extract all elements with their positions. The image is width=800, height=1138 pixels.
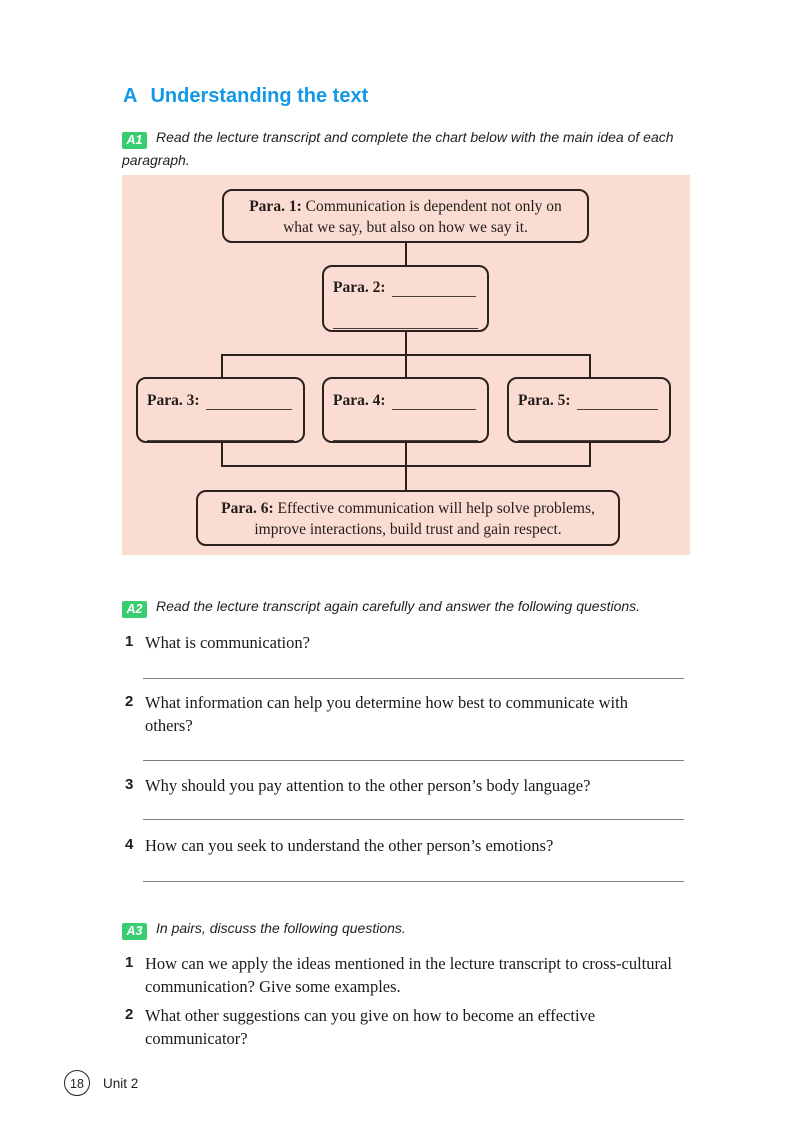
a1-instruction-line: paragraph. [122, 152, 190, 168]
para1-line: Para. 1: Communication is dependent not … [249, 198, 562, 215]
question-text: Why should you pay attention to the othe… [145, 776, 591, 795]
para1-line: what we say, but also on how we say it. [283, 219, 528, 236]
connector-drop-para4 [405, 354, 407, 379]
a1-badge: A1 [122, 132, 147, 149]
para3-line: Para. 3: [147, 391, 294, 410]
answer-line-2 [143, 760, 684, 761]
para6-line: improve interactions, build trust and ga… [254, 521, 562, 538]
question-number: 2 [125, 693, 134, 710]
question-text: others? [145, 716, 193, 735]
a3-instruction-line: A3 In pairs, discuss the following questi… [122, 917, 697, 940]
a3-badge: A3 [122, 923, 147, 940]
para3-box: Para. 3: [136, 377, 305, 443]
para2-box: Para. 2: [322, 265, 489, 332]
para5-label: Para. 5: [518, 392, 571, 409]
a2-instruction-text: Read the lecture transcript again carefu… [156, 598, 641, 614]
connector-rise-para5 [589, 441, 591, 467]
question-number: 1 [125, 633, 134, 650]
para4-label: Para. 4: [333, 392, 386, 409]
connector-drop-para5 [589, 354, 591, 379]
para4-box: Para. 4: [322, 377, 489, 443]
a3-question-2: 2 What other suggestions can you give on… [125, 1004, 690, 1050]
a2-badge: A2 [122, 601, 147, 618]
para1-box: Para. 1: Communication is dependent not … [222, 189, 589, 243]
para5-blank-line [576, 394, 658, 410]
para6-box: Para. 6: Effective communication will he… [196, 490, 620, 546]
connector-drop-para3 [221, 354, 223, 379]
question-text: How can you seek to understand the other… [145, 836, 554, 855]
para6-line: Para. 6: Effective communication will he… [221, 500, 595, 517]
a1-instruction: A1 Read the lecture transcript and comple… [122, 126, 697, 172]
connector-rise-para3 [221, 441, 223, 467]
para2-blank-line [333, 313, 478, 329]
section-title-text: Understanding the text [150, 85, 369, 107]
para3-label: Para. 3: [147, 392, 200, 409]
para2-line: Para. 2: [333, 278, 478, 297]
a2-instruction-line: A2 Read the lecture transcript again care… [122, 595, 697, 618]
connector-para1-para2 [405, 241, 407, 265]
para4-blank-line [333, 425, 478, 441]
a3-question-1: 1 How can we apply the ideas mentioned i… [125, 952, 690, 998]
a2-question-4: 4 How can you seek to understand the oth… [125, 834, 690, 857]
a1-instruction-text: Read the lecture transcript and complete… [156, 129, 674, 145]
page-title: A Understanding the text [123, 85, 368, 108]
para4-blank-line [391, 394, 476, 410]
question-text: How can we apply the ideas mentioned in … [145, 954, 672, 973]
para4-line: Para. 4: [333, 391, 478, 410]
page-number-badge: 18 [64, 1070, 90, 1096]
para2-blank-line [391, 281, 476, 297]
a2-instruction: A2 Read the lecture transcript again care… [122, 595, 697, 618]
main-idea-chart: Para. 1: Communication is dependent not … [122, 175, 690, 555]
question-number: 3 [125, 776, 134, 793]
unit-label: Unit 2 [103, 1076, 139, 1091]
question-number: 4 [125, 836, 134, 853]
question-text: What other suggestions can you give on h… [145, 1006, 596, 1025]
a2-question-1: 1 What is communication? [125, 631, 690, 654]
a1-instruction-line: A1 Read the lecture transcript and comple… [122, 126, 697, 149]
a3-instruction-text: In pairs, discuss the following question… [156, 920, 406, 936]
question-number: 2 [125, 1006, 134, 1023]
question-number: 1 [125, 954, 134, 971]
a2-question-2: 2 What information can help you determin… [125, 691, 690, 737]
connector-para2-bar [405, 330, 407, 356]
para6-label: Para. 6: [221, 500, 274, 517]
question-text: What is communication? [145, 633, 310, 652]
answer-line-1 [143, 678, 684, 679]
connector-rise-para4 [405, 441, 407, 467]
answer-line-4 [143, 881, 684, 882]
section-letter: A [123, 85, 138, 107]
a2-question-3: 3 Why should you pay attention to the ot… [125, 774, 690, 797]
connector-bar-para6 [405, 465, 407, 492]
para3-blank-line [147, 425, 294, 441]
para5-box: Para. 5: [507, 377, 671, 443]
a3-instruction: A3 In pairs, discuss the following questi… [122, 917, 697, 940]
para2-label: Para. 2: [333, 279, 386, 296]
para5-line: Para. 5: [518, 391, 660, 410]
question-text: communication? Give some examples. [145, 977, 401, 996]
para3-blank-line [205, 394, 292, 410]
question-text: communicator? [145, 1029, 248, 1048]
para1-label: Para. 1: [249, 198, 302, 215]
para5-blank-line [518, 425, 660, 441]
question-text: What information can help you determine … [145, 693, 628, 712]
answer-line-3 [143, 819, 684, 820]
